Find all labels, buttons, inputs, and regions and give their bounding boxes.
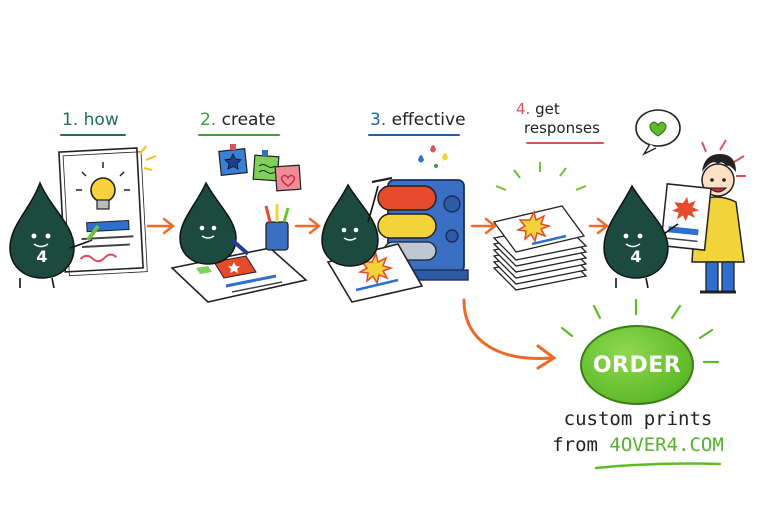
held-flyer [659, 183, 712, 251]
starburst-icon [515, 209, 552, 243]
step-2-number: 2. [200, 110, 217, 130]
step-4-number: 4. [516, 100, 531, 118]
step-1-number: 1. [62, 110, 79, 130]
cta-site-link[interactable]: 4OVER4.COM [609, 434, 724, 456]
step-3-underline [368, 134, 460, 136]
arrow-to-order [462, 298, 557, 370]
mascot-badge-4: 4 [630, 247, 641, 266]
speech-bubble [635, 109, 681, 156]
mascot-badge-1: 4 [36, 247, 47, 266]
site-underline [594, 462, 722, 470]
step-4-label: 4. get responses [516, 100, 600, 138]
arrow-1-to-2 [146, 217, 176, 235]
mascot-drop-4 [603, 184, 679, 289]
mascot-drop-2 [179, 181, 250, 265]
starburst-icon [357, 251, 394, 285]
heart-icon [280, 174, 296, 187]
step-4-text-line1: get [535, 100, 560, 118]
step-1-label: 1. how [62, 110, 119, 130]
starburst-icon [672, 196, 700, 222]
result-group [603, 109, 746, 294]
excitement-lines [701, 139, 746, 177]
arrow-3-to-4 [470, 217, 498, 235]
step-4-text-line2: responses [524, 119, 600, 137]
ink-splashes [418, 145, 448, 168]
cta-from-text: from [552, 434, 610, 456]
arrow-4-to-5 [588, 217, 610, 235]
step-4-group [492, 162, 588, 291]
printing-press [371, 176, 469, 281]
step-3-group [321, 145, 469, 303]
lightbulb-icon [76, 162, 130, 210]
step-1-text: how [83, 110, 119, 130]
star-icon [224, 153, 242, 170]
cta-line-2: from 4OVER4.COM [548, 434, 728, 456]
heart-icon [649, 121, 667, 137]
cta-line-1: custom prints [563, 408, 713, 430]
step-2-group [170, 144, 308, 303]
step-2-text: create [221, 110, 276, 130]
step-3-text: effective [391, 110, 466, 130]
step-4-underline [526, 142, 604, 144]
burst-lines [495, 162, 587, 191]
order-button-label: ORDER [592, 352, 682, 378]
order-button[interactable]: ORDER [580, 325, 694, 405]
mascot-drop-1 [9, 181, 100, 289]
step-3-number: 3. [370, 110, 387, 130]
step-2-underline [198, 134, 280, 136]
flow-arrows [146, 217, 610, 370]
step-2-label: 2. create [200, 110, 276, 130]
step-3-label: 3. effective [370, 110, 466, 130]
sparkle-marks [139, 145, 157, 171]
step-1-group [9, 145, 157, 289]
mascot-drop-3 [321, 183, 379, 267]
pencil-cup [264, 204, 290, 251]
arrow-2-to-3 [294, 217, 322, 235]
step-1-underline [60, 134, 126, 136]
order-glow-lines [560, 298, 720, 364]
